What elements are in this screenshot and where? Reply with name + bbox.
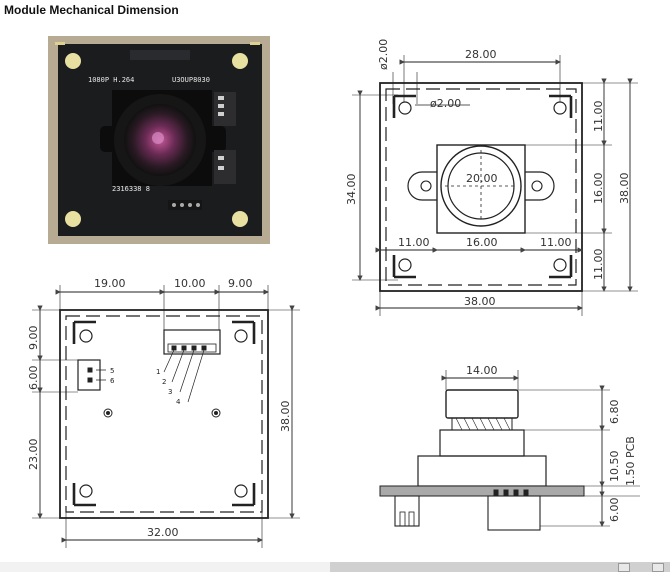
svg-text:2316338 8: 2316338 8: [112, 185, 150, 193]
svg-text:16.00: 16.00: [466, 236, 498, 249]
svg-text:2: 2: [162, 378, 166, 386]
svg-text:16.00: 16.00: [592, 173, 605, 205]
front-view: [352, 55, 638, 316]
svg-text:23.00: 23.00: [27, 439, 40, 471]
side-view-labels: 14.00 6.80 10.50 1.50 PCB 6.00: [466, 364, 637, 522]
module-photo: 1080P H.264 U3OUP8030 2316338 8: [48, 36, 270, 244]
svg-text:4: 4: [176, 398, 181, 406]
svg-text:1: 1: [156, 368, 160, 376]
strip-right: [330, 562, 670, 572]
svg-text:20.00: 20.00: [466, 172, 498, 185]
svg-text:28.00: 28.00: [465, 48, 497, 61]
svg-text:38.00: 38.00: [618, 173, 631, 205]
svg-text:1080P H.264: 1080P H.264: [88, 76, 134, 84]
svg-text:19.00: 19.00: [94, 277, 126, 290]
window-icon[interactable]: [652, 563, 664, 572]
svg-text:9.00: 9.00: [228, 277, 253, 290]
svg-text:6.00: 6.00: [27, 366, 40, 391]
svg-text:34.00: 34.00: [345, 174, 358, 206]
page-title: Module Mechanical Dimension: [4, 3, 179, 17]
svg-text:10.50: 10.50: [608, 451, 621, 483]
svg-text:6: 6: [110, 377, 115, 385]
svg-text:11.00: 11.00: [540, 236, 572, 249]
side-view: [379, 370, 640, 531]
svg-text:6.00: 6.00: [608, 498, 621, 523]
minimize-icon[interactable]: [618, 563, 630, 572]
svg-text:38.00: 38.00: [279, 401, 292, 433]
svg-text:6.80: 6.80: [608, 400, 621, 425]
svg-text:5: 5: [110, 367, 114, 375]
svg-text:U3OUP8030: U3OUP8030: [172, 76, 210, 84]
bottom-scroll-strip: [0, 562, 670, 572]
svg-text:14.00: 14.00: [466, 364, 498, 377]
svg-text:ø2.00: ø2.00: [430, 97, 461, 110]
svg-text:11.00: 11.00: [398, 236, 430, 249]
strip-left: [0, 562, 330, 572]
svg-text:11.00: 11.00: [592, 101, 605, 133]
svg-text:1.50 PCB: 1.50 PCB: [624, 436, 637, 486]
svg-text:10.00: 10.00: [174, 277, 206, 290]
svg-text:ø2.00: ø2.00: [377, 39, 390, 70]
svg-text:11.00: 11.00: [592, 249, 605, 281]
front-view-labels: ø2.00 28.00 ø2.00 34.00 38.00 11.00 16.0…: [345, 39, 631, 308]
svg-text:38.00: 38.00: [464, 295, 496, 308]
svg-text:9.00: 9.00: [27, 326, 40, 351]
back-view-labels: 19.00 10.00 9.00 9.00 6.00 23.00 38.00 3…: [27, 277, 292, 539]
svg-text:32.00: 32.00: [147, 526, 179, 539]
svg-text:3: 3: [168, 388, 172, 396]
back-view: [32, 285, 300, 548]
